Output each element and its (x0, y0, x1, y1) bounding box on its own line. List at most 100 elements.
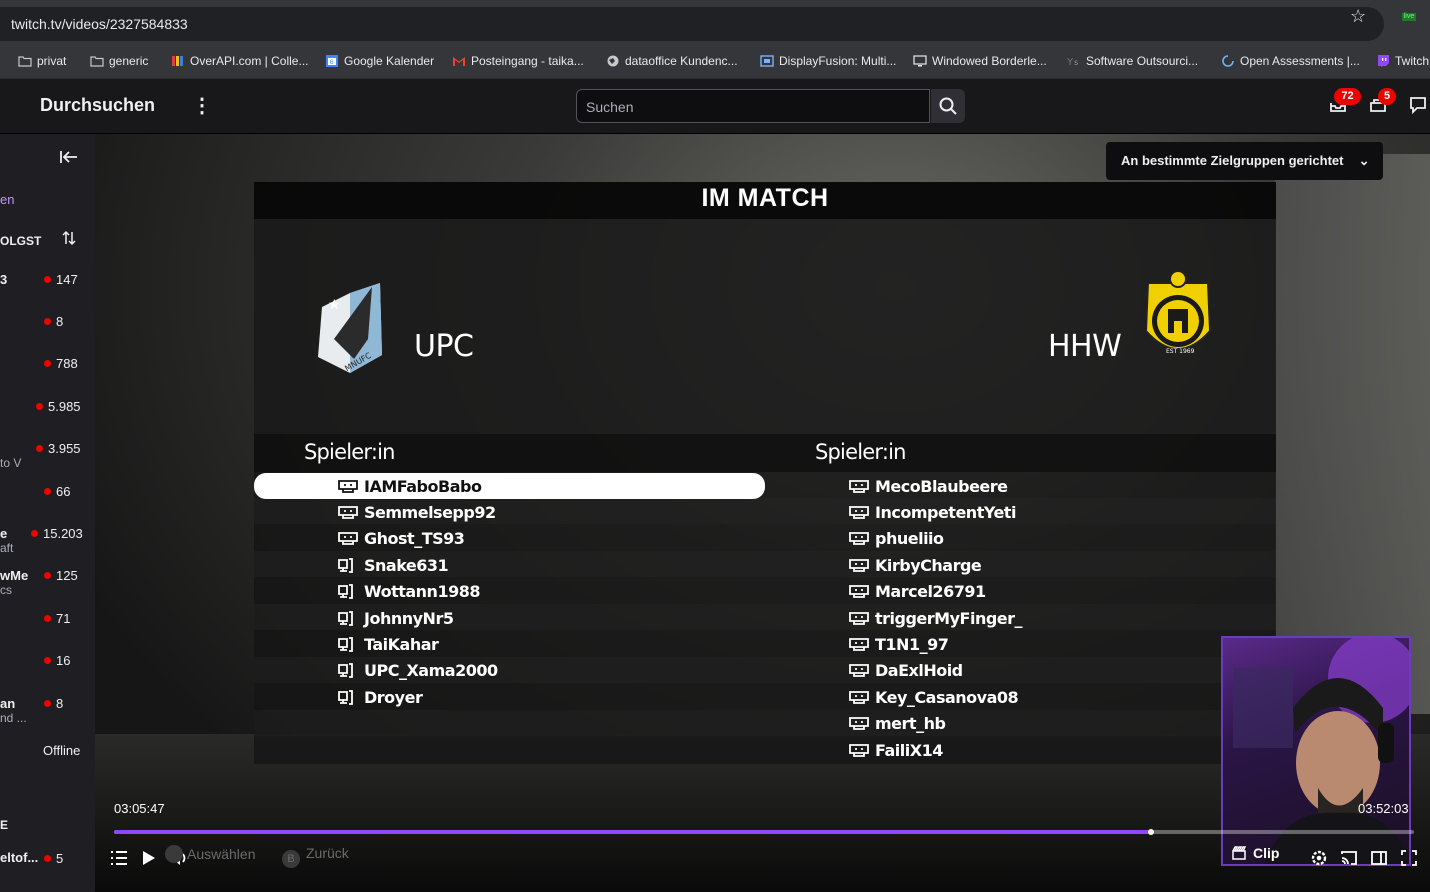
live-dot-icon (44, 318, 51, 325)
player-row[interactable]: triggerMyFinger_ (849, 605, 1023, 631)
player-row[interactable]: T1N1_97 (849, 631, 949, 657)
player-row[interactable]: Droyer (338, 684, 423, 710)
folder-icon (18, 56, 32, 67)
viewer-count-value: 125 (56, 568, 78, 583)
channel-name[interactable]: wMe (0, 568, 29, 583)
bookmark-item[interactable]: dataoffice Kundenc... (606, 54, 738, 68)
fullscreen-icon[interactable] (1400, 846, 1418, 870)
player-row[interactable]: Snake631 (338, 552, 449, 578)
player-row[interactable]: Semmelsepp92 (338, 499, 496, 525)
chapters-icon[interactable] (110, 846, 128, 870)
player-row[interactable]: phueliio (849, 526, 944, 552)
player-row[interactable]: FailiX14 (849, 737, 943, 763)
player-row[interactable]: Marcel26791 (849, 579, 986, 605)
bookmark-item[interactable]: Open Assessments |... (1221, 54, 1360, 68)
channel-category: cs (0, 583, 12, 597)
player-name: KirbyCharge (875, 555, 982, 575)
player-row[interactable]: TaiKahar (338, 631, 439, 657)
player-row[interactable]: KirbyCharge (849, 552, 982, 578)
video-player[interactable]: An bestimmte Zielgruppen gerichtet ⌄ IM … (95, 134, 1430, 892)
bookmark-item[interactable]: privat (18, 54, 66, 68)
cast-icon[interactable] (1340, 846, 1358, 870)
extension-icon[interactable]: live (1402, 13, 1416, 21)
notifications-badge: 5 (1378, 88, 1396, 105)
sidebar-partial-link[interactable]: en (0, 192, 15, 207)
collapse-sidebar-icon[interactable] (60, 150, 78, 164)
console-platform-icon (338, 479, 358, 493)
bookmark-item[interactable]: Twitch (1376, 54, 1429, 68)
home-roster-header: Spieler:in (254, 434, 765, 472)
sort-icon[interactable] (62, 230, 76, 246)
pc-platform-icon (338, 557, 353, 573)
bookmark-item[interactable]: DisplayFusion: Multi... (760, 54, 896, 68)
pc-platform-icon (338, 636, 353, 652)
inbox-icon[interactable] (1328, 95, 1348, 115)
player-row[interactable]: Ghost_TS93 (338, 526, 465, 552)
search-input[interactable]: Suchen (576, 89, 930, 123)
channel-name[interactable]: an (0, 696, 16, 711)
more-menu-icon[interactable]: ⋮ (192, 95, 212, 117)
elapsed-time: 03:05:47 (114, 801, 165, 816)
channel-name[interactable]: 3 (0, 272, 8, 287)
player-name: Key_Casanova08 (875, 687, 1019, 707)
bookmark-item[interactable]: Windowed Borderle... (913, 54, 1047, 68)
player-name: TaiKahar (364, 634, 439, 654)
console-platform-icon (849, 690, 869, 704)
roster-row-stripe (254, 604, 1276, 630)
total-duration: 03:52:03 (1358, 801, 1409, 816)
away-team-name: HHW (1048, 329, 1122, 364)
player-name: JohnnyNr5 (364, 608, 454, 628)
console-platform-icon (849, 532, 869, 546)
player-row[interactable]: UPC_Xama2000 (338, 658, 498, 684)
channel-category: nd ... (0, 711, 27, 725)
gmail-icon (453, 57, 465, 66)
live-dot-icon (44, 276, 51, 283)
b-button-icon: B (282, 850, 300, 868)
channel-name[interactable]: eltof... (0, 850, 39, 865)
player-name: Semmelsepp92 (364, 502, 496, 522)
chevron-down-icon: ⌄ (1358, 153, 1370, 168)
player-row[interactable]: MecoBlaubeere (849, 473, 1008, 499)
bookmark-item[interactable]: 6 Google Kalender (325, 54, 434, 68)
search-placeholder: Suchen (586, 99, 634, 115)
viewer-count-value: 8 (56, 696, 64, 711)
viewer-count-value: 5.985 (48, 399, 81, 414)
viewer-count-value: 788 (56, 356, 78, 371)
bookmark-label: privat (37, 54, 67, 68)
search-button[interactable] (931, 89, 965, 123)
settings-gear-icon[interactable] (1310, 846, 1328, 870)
whispers-icon[interactable] (1408, 95, 1428, 115)
theatre-mode-icon[interactable] (1370, 846, 1388, 870)
bookmark-star-icon[interactable]: ☆ (1350, 6, 1367, 26)
channel-name[interactable]: e (0, 526, 8, 541)
channel-category: to V (0, 456, 22, 470)
player-row[interactable]: Key_Casanova08 (849, 684, 1019, 710)
player-row[interactable]: DaExlHoid (849, 658, 963, 684)
browse-link[interactable]: Durchsuchen (40, 95, 156, 115)
home-team-crest-icon: ★ MNUFC (318, 283, 382, 373)
audience-warning-dropdown[interactable]: An bestimmte Zielgruppen gerichtet ⌄ (1106, 142, 1384, 180)
url-text[interactable]: twitch.tv/videos/2327584833 (11, 16, 188, 32)
player-row[interactable]: IncompetentYeti (849, 499, 1016, 525)
bookmark-label: Google Kalender (344, 54, 435, 68)
teams-row: ★ MNUFC UPC HHW EST 1969 (254, 219, 1276, 434)
address-bar[interactable]: twitch.tv/videos/2327584833 (0, 7, 1384, 41)
seek-bar-handle[interactable] (1148, 829, 1155, 835)
bookmark-item[interactable]: generic (90, 54, 148, 68)
player-row[interactable]: Wottann1988 (338, 579, 480, 605)
bookmark-label: Posteingang - taika... (471, 54, 584, 68)
hint-select-label: Auswählen (187, 846, 256, 862)
clip-button[interactable]: Clip (1231, 845, 1279, 861)
viewer-count: 66 (44, 484, 70, 499)
bookmark-item[interactable]: Posteingang - taika... (452, 54, 584, 68)
player-row[interactable]: JohnnyNr5 (338, 605, 454, 631)
player-row[interactable]: mert_hb (849, 711, 946, 737)
seek-bar[interactable] (114, 829, 1414, 835)
bookmark-item[interactable]: OverAPI.com | Colle... (171, 54, 308, 68)
player-row-selected[interactable]: IAMFaboBabo (254, 473, 765, 499)
play-icon[interactable] (141, 846, 157, 870)
player-name: triggerMyFinger_ (875, 608, 1023, 628)
viewer-count: 8 (44, 314, 63, 329)
